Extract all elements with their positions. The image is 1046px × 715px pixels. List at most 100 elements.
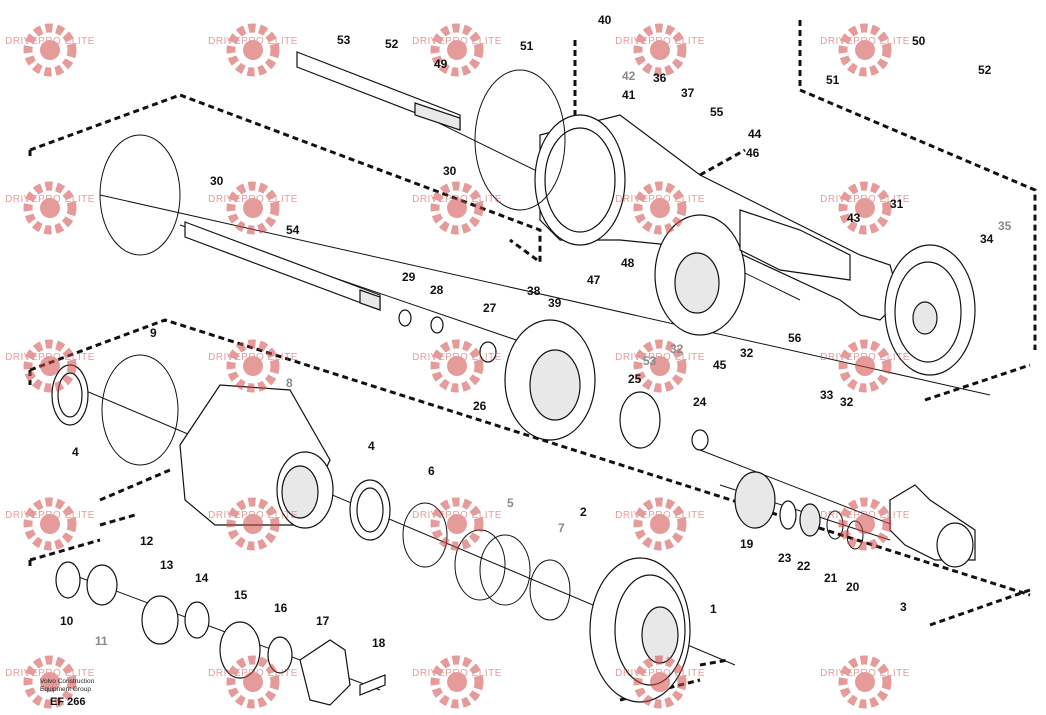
callout-c29: 29	[402, 270, 416, 284]
watermark-badge: DRIVEPRO ELITE	[208, 339, 298, 393]
gear-hub-icon	[855, 40, 875, 60]
callout-c37: 37	[681, 86, 695, 100]
watermark-text: DRIVEPRO ELITE	[820, 194, 910, 205]
gear-icon	[838, 181, 892, 235]
gear-icon	[23, 655, 77, 709]
callout-c11: 11	[95, 634, 108, 648]
gear-icon	[838, 497, 892, 551]
callout-c51b: 51	[826, 73, 840, 87]
callout-c3: 3	[900, 600, 907, 614]
gear-hub-icon	[447, 672, 467, 692]
watermark-text: DRIVEPRO ELITE	[412, 36, 502, 47]
callout-c7: 7	[558, 521, 565, 535]
gear-hub-icon	[243, 40, 263, 60]
gear-hub-icon	[855, 514, 875, 534]
watermark-text: DRIVEPRO ELITE	[5, 510, 95, 521]
callout-c9: 9	[150, 326, 157, 340]
callout-c38: 38	[527, 284, 541, 298]
drawing-code: EF 266	[50, 696, 85, 708]
watermark-text: DRIVEPRO ELITE	[208, 352, 298, 363]
brand-line-1: Volvo Construction	[40, 678, 95, 685]
watermark-text: DRIVEPRO ELITE	[5, 194, 95, 205]
gear-hub-icon	[447, 514, 467, 534]
callout-c20: 20	[846, 580, 860, 594]
gear-icon	[23, 23, 77, 77]
gear-icon	[226, 181, 280, 235]
callout-c54: 54	[286, 223, 300, 237]
callout-c35: 35	[998, 219, 1012, 233]
gear-icon	[226, 497, 280, 551]
watermark-text: DRIVEPRO ELITE	[615, 194, 705, 205]
callout-c21: 21	[824, 571, 838, 585]
seal-disc-left	[99, 134, 181, 256]
watermark-badge: DRIVEPRO ELITE	[615, 339, 704, 393]
gear-hub-icon	[243, 514, 263, 534]
callout-c12: 12	[140, 534, 154, 548]
callout-c52a: 52	[385, 37, 399, 51]
callout-c16: 16	[274, 601, 288, 615]
gear-hub-icon	[40, 40, 60, 60]
callout-c30a: 30	[210, 174, 224, 188]
watermark-badge: DRIVEPRO ELITE	[412, 655, 502, 709]
watermark-badge: DRIVEPRO ELITE	[615, 23, 704, 77]
brand-line-2: Equipment Group	[40, 686, 91, 693]
callout-c13: 13	[160, 558, 174, 572]
drive-shafts	[184, 51, 461, 311]
watermark-badge: DRIVEPRO ELITE	[615, 497, 705, 551]
seal-disc-right	[474, 69, 566, 211]
gear-hub-icon	[855, 356, 875, 376]
callout-c46: 46	[746, 146, 760, 160]
watermark-badge: DRIVEPRO ELITE	[5, 339, 94, 393]
callout-c44: 44	[748, 127, 762, 141]
watermark-text: DRIVEPRO ELITE	[208, 510, 298, 521]
gear-hub-icon	[855, 672, 875, 692]
gear-icon	[838, 655, 892, 709]
gear-icon	[23, 181, 77, 235]
gear-hub-icon	[855, 198, 875, 218]
watermark-badge: DRIVEPRO ELITE	[5, 497, 95, 551]
callout-c52b: 52	[978, 63, 992, 77]
callout-c36: 36	[653, 71, 667, 85]
callout-c4a: 4	[72, 445, 79, 459]
watermark-text: DRIVEPRO ELITE	[820, 36, 910, 47]
watermark-badge: DRIVEPRO ELITE	[5, 23, 94, 77]
gear-icon	[838, 339, 892, 393]
watermark-text: DRIVEPRO ELITE	[412, 668, 502, 679]
watermark-badge: DRIVEPRO ELITE	[5, 655, 94, 709]
watermark-text: DRIVEPRO ELITE	[615, 510, 705, 521]
gear-hub-icon	[40, 356, 60, 376]
assembly-frames	[28, 20, 1037, 702]
gear-icon	[23, 497, 77, 551]
gear-hub-icon	[650, 514, 670, 534]
watermark-badge: DRIVEPRO ELITE	[820, 339, 909, 393]
callout-c47: 47	[587, 273, 601, 287]
callout-c14: 14	[195, 571, 209, 585]
callout-c50: 50	[912, 34, 926, 48]
callout-c18: 18	[372, 636, 386, 650]
watermark-badge: DRIVEPRO ELITE	[820, 23, 910, 77]
callout-c32c: 32	[840, 395, 854, 409]
gear-icon	[633, 181, 687, 235]
gear-hub-icon	[40, 198, 60, 218]
callout-c33: 33	[820, 388, 834, 402]
gear-hub-icon	[243, 198, 263, 218]
gear-icon	[226, 339, 280, 393]
callout-c55: 55	[710, 105, 724, 119]
watermark-text: DRIVEPRO ELITE	[412, 510, 502, 521]
gear-hub-icon	[243, 356, 263, 376]
gear-hub-icon	[650, 356, 670, 376]
watermark-badge: DRIVEPRO ELITE	[820, 655, 909, 709]
callout-c43: 43	[847, 211, 861, 225]
wheel-hub	[589, 557, 691, 703]
gear-icon	[430, 181, 484, 235]
callout-c25: 25	[628, 372, 642, 386]
watermark-text: DRIVEPRO ELITE	[208, 668, 298, 679]
watermark-text: DRIVEPRO ELITE	[412, 194, 502, 205]
watermark-text: DRIVEPRO ELITE	[208, 36, 298, 47]
fastener-parts	[55, 561, 386, 706]
watermark-badge: DRIVEPRO ELITE	[412, 181, 502, 235]
callout-c51a: 51	[520, 39, 534, 53]
watermark-badge: DRIVEPRO ELITE	[208, 181, 297, 235]
callout-c23: 23	[778, 551, 792, 565]
